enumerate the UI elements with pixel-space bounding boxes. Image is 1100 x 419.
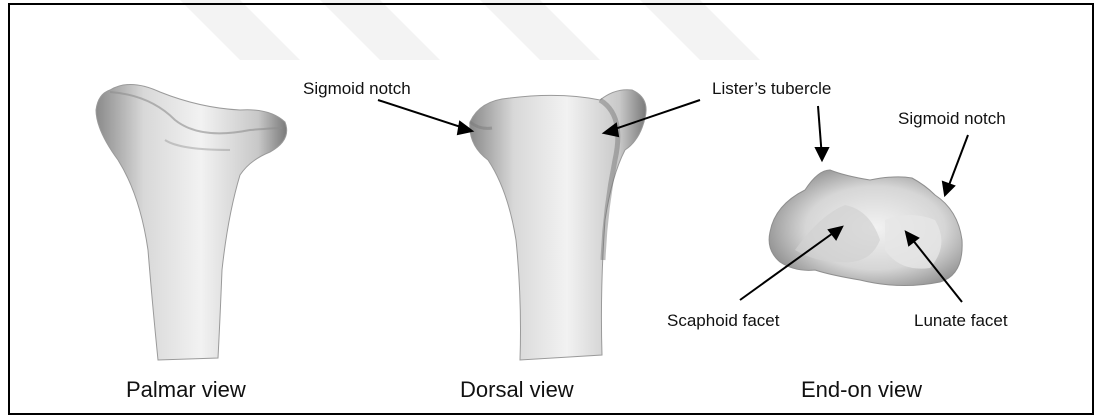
label-sigmoid-notch-endon: Sigmoid notch bbox=[898, 110, 1006, 127]
dorsal-view-bone bbox=[470, 90, 646, 360]
label-sigmoid-notch-dorsal: Sigmoid notch bbox=[303, 80, 411, 97]
caption-end-on-view: End-on view bbox=[801, 379, 922, 401]
label-lunate-facet: Lunate facet bbox=[914, 312, 1008, 329]
end-on-view-bone bbox=[769, 170, 962, 286]
palmar-view-bone bbox=[96, 84, 287, 360]
caption-dorsal-view: Dorsal view bbox=[460, 379, 574, 401]
arrowhead-sigmoid-notch-endon bbox=[943, 182, 954, 195]
label-listers-tubercle: Lister’s tubercle bbox=[712, 80, 831, 97]
label-scaphoid-facet: Scaphoid facet bbox=[667, 312, 779, 329]
caption-palmar-view: Palmar view bbox=[126, 379, 246, 401]
arrowhead-listers-tubercle-endon bbox=[816, 148, 828, 160]
arrow-sigmoid-notch-dorsal bbox=[378, 100, 470, 130]
